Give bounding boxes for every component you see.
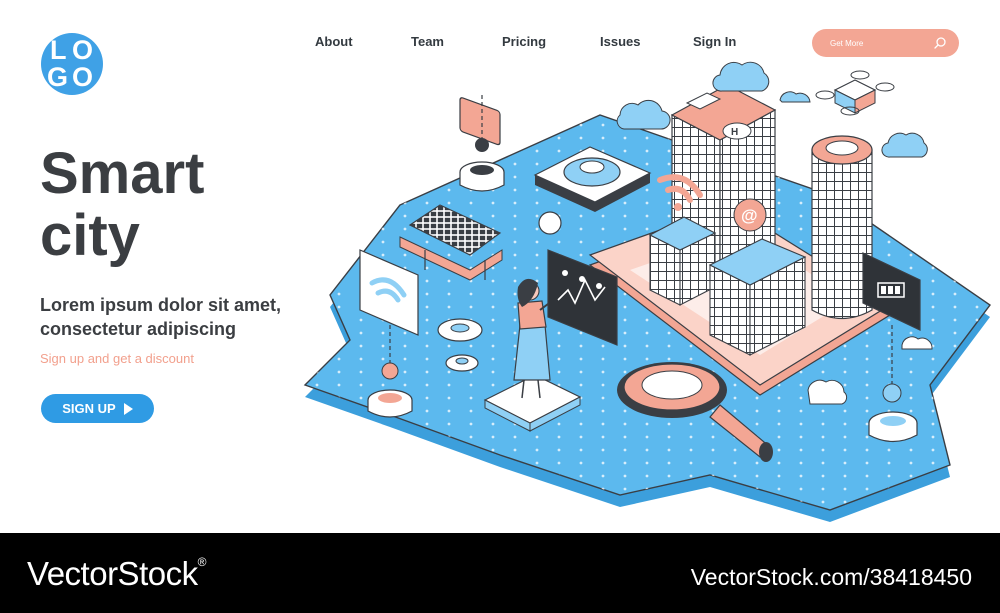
solar-panel bbox=[399, 204, 503, 281]
sphere bbox=[538, 211, 562, 235]
touchscreen bbox=[547, 249, 618, 346]
play-icon bbox=[123, 402, 133, 415]
title-line: Smart bbox=[40, 141, 205, 206]
search-input[interactable] bbox=[830, 35, 930, 51]
search-box bbox=[812, 29, 959, 57]
woman-figure bbox=[483, 278, 582, 432]
nav-item-team[interactable]: Team bbox=[411, 34, 444, 49]
logo-letter: G bbox=[47, 62, 69, 92]
watermark-brand: VectorStock® bbox=[27, 555, 206, 593]
page-title: Smart city bbox=[40, 143, 204, 267]
nav-item-issues[interactable]: Issues bbox=[600, 34, 641, 49]
discount-text: Sign up and get a discount bbox=[40, 351, 194, 366]
watermark-brand-text: VectorStock bbox=[27, 555, 198, 592]
nav-item-about[interactable]: About bbox=[315, 34, 353, 49]
sign-up-label: SIGN UP bbox=[62, 401, 116, 416]
wifi-icon bbox=[657, 174, 703, 211]
svg-text:H: H bbox=[731, 127, 738, 138]
gear-icon bbox=[437, 318, 483, 372]
nav-item-pricing[interactable]: Pricing bbox=[502, 34, 547, 49]
title-line: city bbox=[40, 203, 140, 268]
registered-mark: ® bbox=[197, 555, 207, 569]
at-sign-icon: @ bbox=[733, 198, 767, 232]
cloud-icon bbox=[616, 61, 933, 405]
drone-icon bbox=[815, 70, 895, 116]
sign-up-button[interactable]: SIGN UP bbox=[41, 394, 154, 423]
watermark-bar: VectorStock® VectorStock.com/38418450 bbox=[0, 533, 1000, 613]
round-tower bbox=[811, 135, 873, 319]
landing-page: L O G O About Team Pricing Issues Sign I… bbox=[40, 29, 991, 522]
nav-item-sign-in[interactable]: Sign In bbox=[693, 34, 737, 49]
hero-subtitle: Lorem ipsum dolor sit amet, consectetur … bbox=[40, 295, 282, 339]
logo[interactable]: L O G O bbox=[41, 33, 103, 95]
search-icon[interactable] bbox=[933, 36, 947, 50]
gear-tile bbox=[533, 146, 652, 212]
svg-text:@: @ bbox=[741, 206, 758, 225]
magnifier-icon bbox=[617, 362, 773, 462]
watermark-reference: VectorStock.com/38418450 bbox=[690, 564, 972, 590]
smart-city-illustration: H @ bbox=[303, 61, 991, 522]
battery-panel bbox=[862, 252, 921, 443]
logo-letter: L bbox=[50, 35, 67, 65]
lamp-pin bbox=[459, 95, 505, 192]
logo-letter: O bbox=[72, 35, 94, 65]
logo-letter: O bbox=[72, 62, 94, 92]
wifi-panel bbox=[359, 249, 419, 418]
buildings bbox=[648, 216, 807, 356]
